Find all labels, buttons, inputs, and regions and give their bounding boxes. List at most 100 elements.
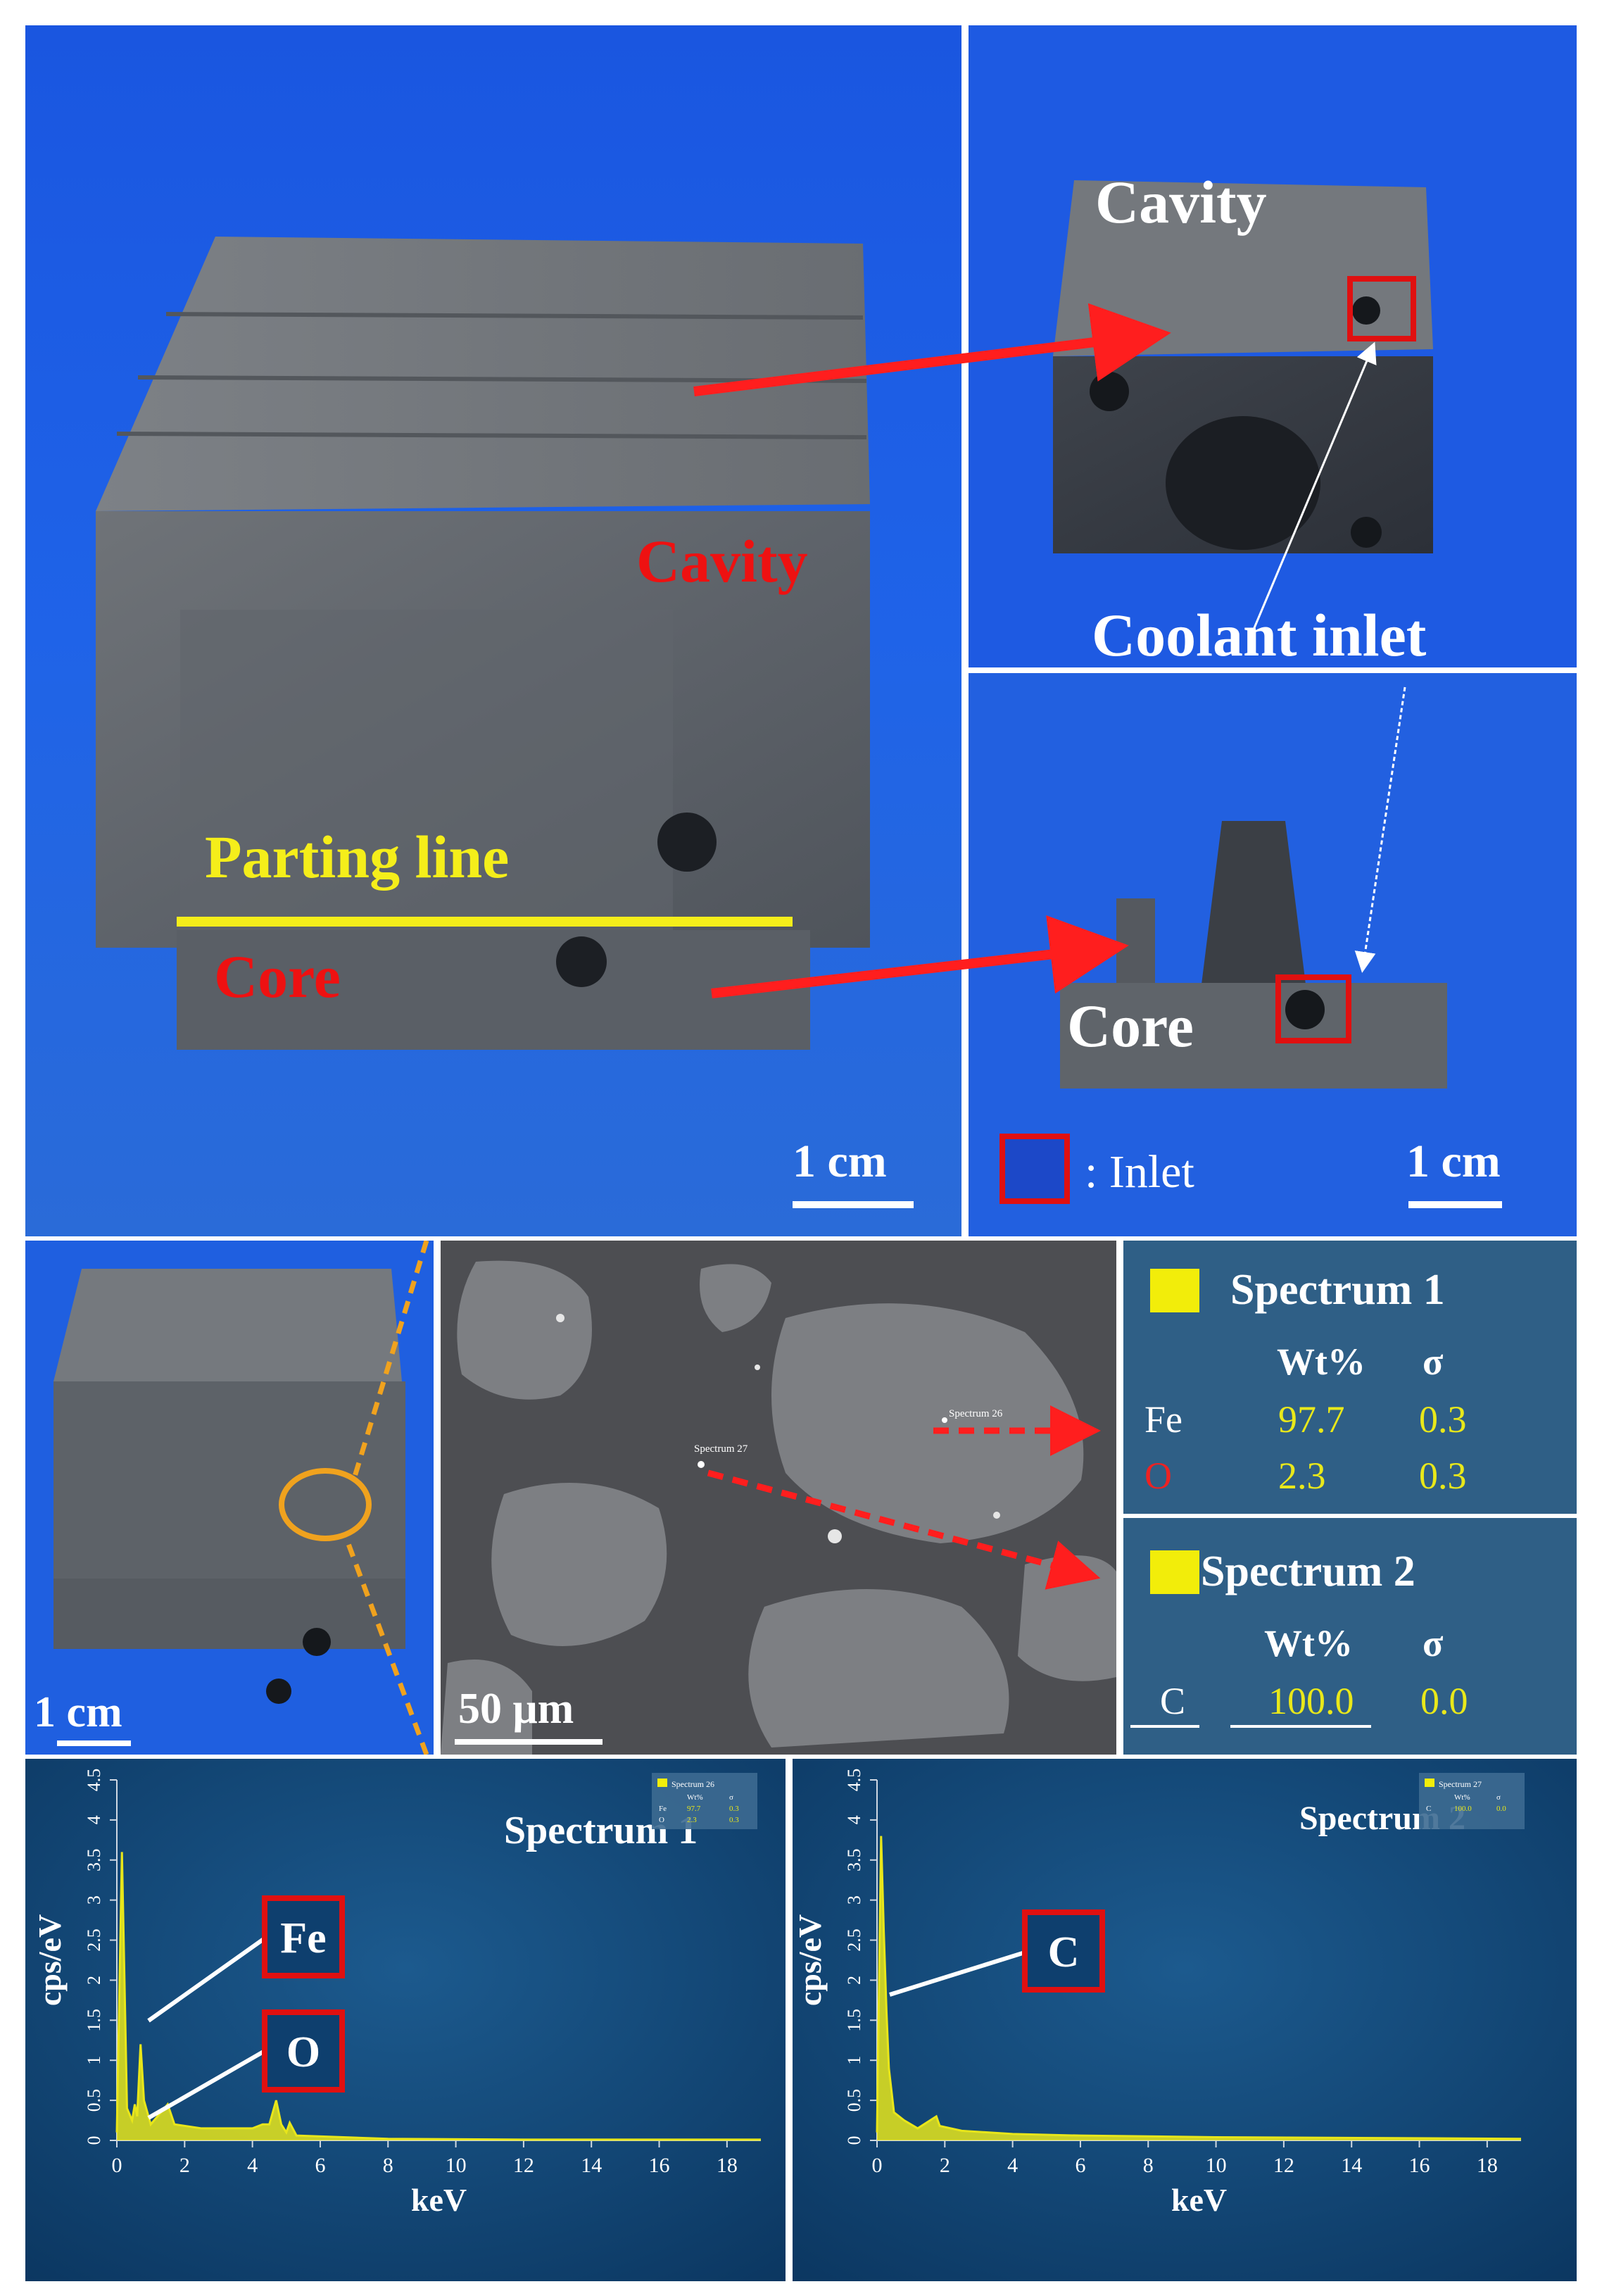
y-tick-label: 1: [84, 2056, 104, 2065]
mold-block-main: [96, 237, 870, 1050]
x-tick-label: 4: [247, 2154, 258, 2177]
peak-callout-label: O: [286, 2028, 320, 2076]
x-tick-label: 10: [446, 2154, 467, 2177]
spectrum-line: [115, 1852, 761, 2141]
y-tick-label: 3: [84, 1895, 104, 1905]
peak-callout-box: [262, 2009, 345, 2093]
y-axis-label: cps/eV: [32, 1914, 68, 2006]
spectrum-27-label: Spectrum 27: [694, 1443, 748, 1455]
peak-callout-line: [889, 1950, 1026, 1997]
y-axis-label: cps/eV: [792, 1914, 828, 2006]
spectrum-26-marker: [942, 1417, 947, 1423]
spectrum1-row2-wt: 2.3: [1278, 1455, 1326, 1497]
x-tick-label: 16: [1409, 2154, 1430, 2177]
legend-header-wt: Wt%: [687, 1793, 703, 1802]
spectrum1-swatch: [1150, 1269, 1199, 1312]
inlet-legend-symbol: [999, 1134, 1070, 1204]
y-tick-label: 4: [844, 1815, 864, 1824]
small-mold-block: [53, 1269, 405, 1704]
x-tick-label: 12: [513, 2154, 534, 2177]
x-tick-label: 2: [179, 2154, 190, 2177]
spectrum2-row1-sigma: 0.0: [1420, 1680, 1468, 1722]
spectrum2-row1-el: C: [1160, 1680, 1185, 1722]
spectrum1-row1-wt: 97.7: [1278, 1398, 1345, 1441]
legend-row-wt: 2.3: [687, 1816, 697, 1824]
y-tick-label: 1.5: [844, 2009, 864, 2032]
legend-row-wt: 97.7: [687, 1805, 701, 1813]
x-tick-label: 16: [649, 2154, 670, 2177]
legend-box: [1419, 1773, 1525, 1829]
top-photo-panel: Cavity Parting line Core Cavity Coolant …: [25, 25, 1577, 1236]
eds-chart2-background: [793, 1759, 1577, 2281]
spectrum2-arrow: [707, 1469, 1101, 1590]
legend-row-el: O: [659, 1816, 664, 1824]
y-tick-label: 1: [844, 2056, 864, 2065]
x-tick-label: 10: [1206, 2154, 1227, 2177]
label-core-main: Core: [214, 943, 341, 1010]
x-tick-label: 0: [112, 2154, 122, 2177]
spectrum1-row2-sigma: 0.3: [1419, 1455, 1467, 1497]
legend-header-sigma: σ: [1496, 1793, 1501, 1802]
sem-row-panel: 1 cm Spectrum 26 Spectrum 27 50 μm: [25, 1241, 1577, 1755]
spectrum-27-marker: [698, 1461, 705, 1468]
scale-label-left: 1 cm: [793, 1136, 887, 1187]
legend-row-sigma: 0.0: [1496, 1805, 1506, 1813]
legend-row-el: C: [1426, 1805, 1431, 1813]
x-tick-label: 8: [383, 2154, 393, 2177]
peak-callout-line: [147, 1936, 266, 2023]
spectrum1-row1-sigma: 0.3: [1419, 1398, 1467, 1441]
sem-pores: [556, 1314, 1000, 1543]
y-tick-label: 3: [844, 1895, 864, 1905]
y-tick-label: 0: [844, 2136, 864, 2145]
core-arrow: [711, 915, 1129, 998]
y-tick-label: 0: [84, 2136, 104, 2145]
legend-swatch: [657, 1779, 667, 1787]
y-tick-label: 2.5: [84, 1928, 104, 1952]
label-cavity-main: Cavity: [636, 527, 808, 595]
legend-title: Spectrum 27: [1439, 1779, 1482, 1789]
x-tick-label: 4: [1007, 2154, 1018, 2177]
x-tick-label: 18: [1477, 2154, 1498, 2177]
y-tick-label: 4.5: [84, 1769, 104, 1792]
x-axis-label: keV: [411, 2182, 467, 2218]
peak-callout-box: [1022, 1909, 1105, 1993]
inlet-box-cavity: [1347, 276, 1416, 341]
x-tick-label: 18: [717, 2154, 738, 2177]
spectrum2-header-sigma: σ: [1423, 1622, 1444, 1664]
scale-label-sem: 50 μm: [458, 1685, 574, 1733]
spectrum2-row1-wt: 100.0: [1268, 1680, 1354, 1722]
y-tick-label: 2: [844, 1976, 864, 1985]
inlet-box-core: [1275, 974, 1351, 1043]
legend-row-sigma: 0.3: [729, 1805, 739, 1813]
callout-ellipse: [279, 1468, 372, 1541]
legend-inlet-text: : Inlet: [1085, 1146, 1194, 1198]
y-tick-label: 0.5: [844, 2089, 864, 2112]
coolant-arrow-up: [1249, 341, 1377, 639]
cavity-block-photo: [1053, 180, 1433, 553]
x-tick-label: 0: [872, 2154, 883, 2177]
sem-grains: [441, 1260, 1116, 1755]
x-tick-label: 2: [940, 2154, 950, 2177]
sem-row-svg: 1 cm Spectrum 26 Spectrum 27 50 μm: [25, 1241, 1577, 1755]
y-tick-label: 4: [84, 1815, 104, 1824]
label-core-right: Core: [1067, 992, 1194, 1060]
legend-row-el: Fe: [659, 1805, 667, 1813]
top-photo-svg: Cavity Parting line Core Cavity Coolant …: [25, 25, 1577, 1236]
label-cavity-right: Cavity: [1095, 168, 1267, 236]
legend-title: Spectrum 26: [671, 1779, 714, 1789]
legend-box: [652, 1773, 757, 1829]
peak-callout-box: [262, 1895, 345, 1978]
legend-row-wt: 100.0: [1454, 1805, 1472, 1813]
x-tick-label: 6: [1075, 2154, 1085, 2177]
y-tick-label: 1.5: [84, 2009, 104, 2032]
x-tick-label: 12: [1273, 2154, 1294, 2177]
y-tick-label: 2.5: [844, 1928, 864, 1952]
legend-swatch: [1425, 1779, 1434, 1787]
x-tick-label: 14: [1341, 2154, 1362, 2177]
label-coolant-inlet: Coolant inlet: [1092, 601, 1427, 669]
spectrum1-title: Spectrum 1: [1230, 1266, 1445, 1314]
peak-callout-label: Fe: [280, 1914, 326, 1962]
x-tick-label: 14: [581, 2154, 602, 2177]
